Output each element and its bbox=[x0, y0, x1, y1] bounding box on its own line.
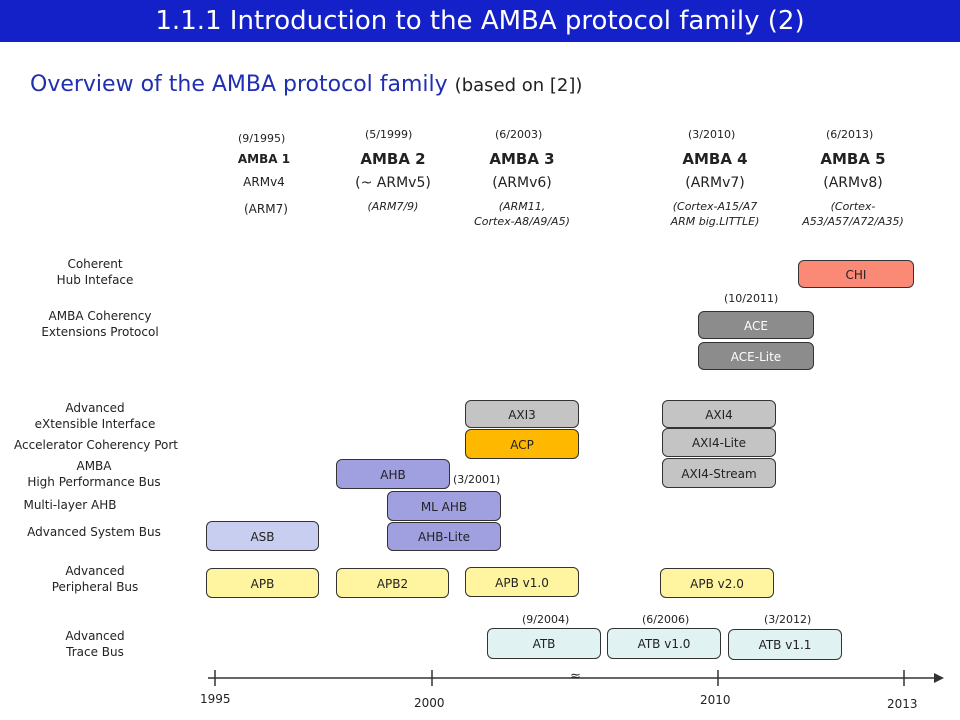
gen-cpu-amba3: (ARM11, Cortex-A8/A9/A5) bbox=[474, 200, 570, 228]
subtitle-text: Overview of the AMBA protocol family bbox=[30, 72, 448, 97]
gen-cpu-amba1: (ARM7) bbox=[244, 202, 288, 216]
atb-v11-date: (3/2012) bbox=[764, 613, 812, 626]
gen-cpu-amba4: (Cortex-A15/A7 ARM big.LITTLE) bbox=[670, 200, 760, 228]
ace-lite-box: ACE-Lite bbox=[698, 342, 814, 370]
ace-date: (10/2011) bbox=[724, 292, 779, 305]
apb-box: APB bbox=[206, 568, 319, 598]
gen-cpu-amba2: (ARM7/9) bbox=[367, 200, 419, 213]
year-2000: 2000 bbox=[414, 696, 445, 710]
atb-v1-date: (6/2006) bbox=[642, 613, 690, 626]
ace-box: ACE bbox=[698, 311, 814, 339]
page-title: 1.1.1 Introduction to the AMBA protocol … bbox=[0, 0, 960, 42]
gen-name-amba4: AMBA 4 bbox=[682, 150, 748, 168]
apb-v1-box: APB v1.0 bbox=[465, 567, 579, 597]
year-2010: 2010 bbox=[700, 693, 731, 707]
page-subtitle: Overview of the AMBA protocol family (ba… bbox=[30, 72, 582, 97]
gen-arch-amba2: (~ ARMv5) bbox=[355, 175, 431, 191]
row-label-atb: Advanced Trace Bus bbox=[65, 629, 125, 659]
gen-name-amba5: AMBA 5 bbox=[820, 150, 886, 168]
axi4-stream-box: AXI4-Stream bbox=[662, 458, 776, 488]
axis-break-mark: ≈ bbox=[570, 669, 581, 684]
row-label-asb: Advanced System Bus bbox=[27, 525, 161, 539]
year-2013: 2013 bbox=[887, 697, 918, 711]
gen-date-amba3: (6/2003) bbox=[495, 128, 543, 141]
chi-box: CHI bbox=[798, 260, 914, 288]
gen-name-amba1: AMBA 1 bbox=[237, 152, 291, 166]
row-label-mlahb: Multi-layer AHB bbox=[23, 498, 117, 512]
gen-arch-amba1: ARMv4 bbox=[243, 175, 285, 189]
ahb-lite-box: AHB-Lite bbox=[387, 522, 501, 551]
row-label-ahb: AMBA High Performance Bus bbox=[27, 459, 161, 489]
gen-date-amba1: (9/1995) bbox=[238, 132, 286, 145]
gen-date-amba5: (6/2013) bbox=[826, 128, 874, 141]
year-1995: 1995 bbox=[200, 692, 231, 706]
atb-v1-box: ATB v1.0 bbox=[607, 628, 721, 659]
row-label-acp: Accelerator Coherency Port bbox=[13, 438, 179, 452]
axi3-box: AXI3 bbox=[465, 400, 579, 428]
axi4-lite-box: AXI4-Lite bbox=[662, 428, 776, 457]
row-label-axi: Advanced eXtensible Interface bbox=[34, 401, 156, 431]
atb-date: (9/2004) bbox=[522, 613, 570, 626]
gen-arch-amba3: (ARMv6) bbox=[492, 175, 552, 191]
acp-box: ACP bbox=[465, 429, 579, 459]
gen-date-amba4: (3/2010) bbox=[688, 128, 736, 141]
gen-name-amba3: AMBA 3 bbox=[489, 150, 555, 168]
ahb-lite-date: (3/2001) bbox=[453, 473, 501, 486]
gen-arch-amba5: (ARMv8) bbox=[823, 175, 883, 191]
atb-v11-box: ATB v1.1 bbox=[728, 629, 842, 660]
asb-box: ASB bbox=[206, 521, 319, 551]
apb2-box: APB2 bbox=[336, 568, 449, 598]
row-label-ace: AMBA Coherency Extensions Protocol bbox=[41, 309, 159, 339]
gen-name-amba2: AMBA 2 bbox=[360, 150, 426, 168]
ahb-box: AHB bbox=[336, 459, 450, 489]
gen-arch-amba4: (ARMv7) bbox=[685, 175, 745, 191]
gen-date-amba2: (5/1999) bbox=[365, 128, 413, 141]
ml-ahb-box: ML AHB bbox=[387, 491, 501, 521]
row-label-chi: Coherent Hub Inteface bbox=[56, 257, 134, 287]
row-label-apb: Advanced Peripheral Bus bbox=[51, 564, 139, 594]
apb-v2-box: APB v2.0 bbox=[660, 568, 774, 598]
atb-box: ATB bbox=[487, 628, 601, 659]
subtitle-note: (based on [2]) bbox=[454, 75, 583, 96]
axi4-box: AXI4 bbox=[662, 400, 776, 428]
gen-cpu-amba5: (Cortex- A53/A57/A72/A35) bbox=[802, 200, 904, 228]
